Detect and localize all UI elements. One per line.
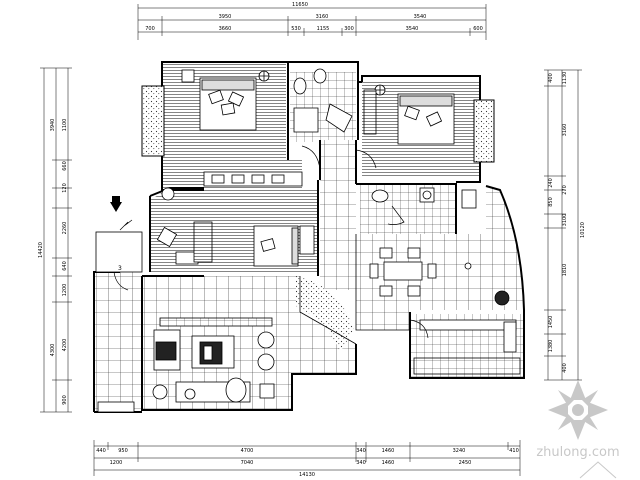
- dim-right-6: 3100: [562, 214, 568, 227]
- dim-left-2: 660: [62, 161, 68, 171]
- study-bed: [253, 225, 299, 267]
- bay-window-left: [141, 85, 165, 157]
- dim-top-r2-2: 530: [291, 26, 301, 32]
- dim-bottom-r2-0: 1200: [110, 460, 123, 466]
- dim-right-4: 850: [548, 197, 554, 207]
- dining-floor: [356, 186, 524, 330]
- dim-right-10: 400: [562, 363, 568, 373]
- dim-left-8: 4200: [62, 339, 68, 352]
- dim-bottom-r1-4: 1460: [382, 448, 395, 454]
- dim-right-7: 1810: [562, 264, 568, 277]
- dim-left-1: 1100: [62, 119, 68, 132]
- dim-bottom-r1-6: 410: [509, 448, 519, 454]
- dim-bottom-r2-2: 340: [356, 460, 366, 466]
- watermark-logo-icon: [548, 380, 608, 440]
- walls: [93, 61, 525, 413]
- dim-bottom-r1-0: 440: [96, 448, 106, 454]
- dim-left-6: 4300: [50, 344, 56, 357]
- dim-right-2: 3160: [562, 124, 568, 137]
- dim-left-0: 3940: [50, 119, 56, 132]
- room-label: 3: [118, 265, 122, 272]
- dim-left-7: 1200: [62, 284, 68, 297]
- dim-top-r1-2: 3540: [414, 14, 427, 20]
- living-floor: [142, 276, 356, 410]
- balcony-floor: [94, 272, 142, 412]
- thin-walls: [95, 231, 410, 413]
- dim-bottom-r2-1: 7040: [241, 460, 254, 466]
- dim-top-r1-0: 3950: [219, 14, 232, 20]
- dim-top-r2-4: 300: [344, 26, 354, 32]
- dim-right-8: 1450: [548, 316, 554, 329]
- dim-bottom-r1-1: 950: [118, 448, 128, 454]
- dim-bottom-overall: 14130: [299, 472, 315, 478]
- furniture: [152, 68, 521, 403]
- dim-right-3: 240: [548, 178, 554, 188]
- dim-right-5: 270: [562, 185, 568, 195]
- dim-bottom-r1-2: 4700: [241, 448, 254, 454]
- kitchen-counter: [413, 357, 521, 375]
- dim-top-r1-1: 3160: [316, 14, 329, 20]
- dim-right-9: 1380: [548, 340, 554, 353]
- dim-left-overall: 14420: [38, 242, 44, 258]
- corridor-floor: [320, 140, 356, 290]
- curved-entry-floor: [296, 276, 354, 352]
- dim-left-5: 640: [62, 261, 68, 271]
- dim-top-r2-5: 3540: [406, 26, 419, 32]
- dim-right-0: 400: [548, 73, 554, 83]
- dim-bottom-r2-4: 2450: [459, 460, 472, 466]
- dining-table: [383, 261, 423, 281]
- dimension-lines: [40, 4, 582, 476]
- bay-window-right: [473, 99, 495, 163]
- dim-bottom-r2-3: 1460: [382, 460, 395, 466]
- dim-right-overall: 10120: [580, 222, 586, 238]
- dim-right-1: 1130: [562, 72, 568, 85]
- dim-top-r2-0: 700: [145, 26, 155, 32]
- dim-top-r2-3: 1155: [317, 26, 330, 32]
- watermark: zhulong.com: [536, 380, 620, 479]
- dim-left-3: 120: [62, 183, 68, 193]
- watermark-text: zhulong.com: [536, 445, 619, 460]
- dim-top-r2-6: 600: [473, 26, 483, 32]
- dim-left-4: 2260: [62, 222, 68, 235]
- dim-bottom-r1-5: 3240: [453, 448, 466, 454]
- dim-bottom-r1-3: 340: [356, 448, 366, 454]
- dim-left-9: 900: [62, 395, 68, 405]
- entry-arrow-icon: [110, 196, 122, 212]
- dim-top-overall: 11650: [292, 2, 308, 8]
- doors: [113, 145, 429, 339]
- dim-top-r2-1: 3660: [219, 26, 232, 32]
